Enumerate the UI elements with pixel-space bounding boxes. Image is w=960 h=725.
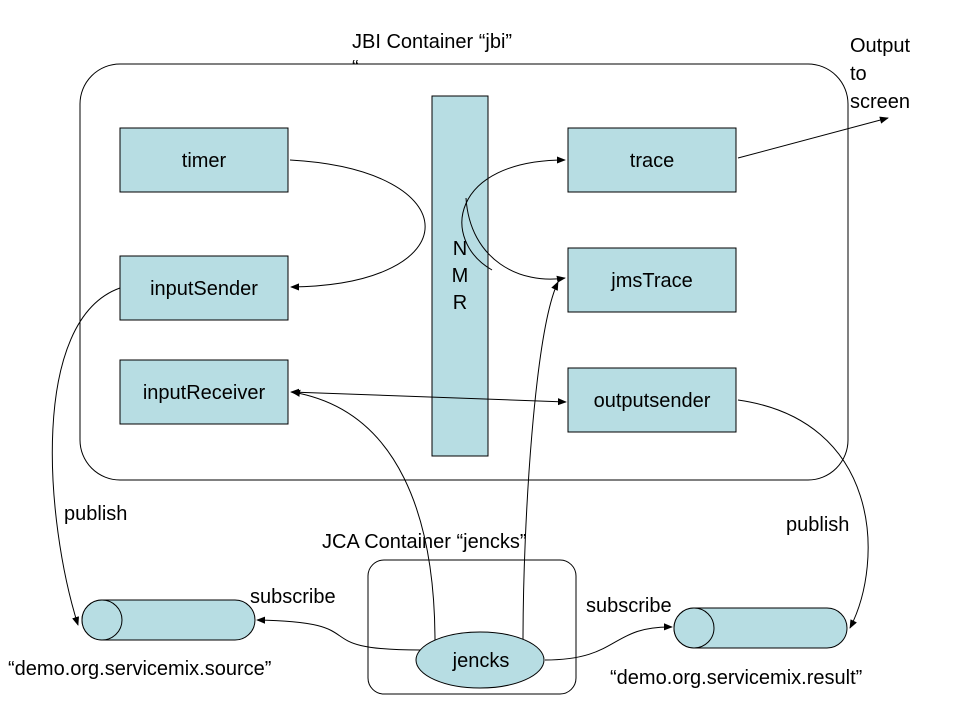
edge-jencks-to-jms-trace [522,281,559,643]
jencks-label: jencks [452,650,510,672]
output-label-line1: Output [850,35,910,57]
output-sender-box [567,367,737,433]
output-sender-label: outputsender [594,390,711,412]
trace-label: trace [630,150,674,172]
input-sender-label: inputSender [150,278,258,300]
edge-jencks-to-input-receiver [291,389,436,643]
source-queue-label: “demo.org.servicemix.source” [8,658,271,680]
jbi-container-label-extra: “ [352,57,359,79]
jms-trace-box [567,247,737,313]
nmr-letter-n: N [453,238,467,260]
timer-box [119,127,289,193]
jbi-container [79,63,849,481]
publish-right-label: publish [786,514,849,536]
jca-container [367,559,577,695]
nmr-letter-r: R [453,292,467,314]
result-queue-label: “demo.org.servicemix.result” [610,667,862,689]
edge-input-receiver-output-sender [290,388,567,406]
edge-output-sender-publish [737,399,869,629]
edge-trace-to-screen [737,116,889,159]
edge-input-sender-publish [51,287,121,626]
source-queue-cylinder [81,599,256,641]
input-sender-box [119,255,289,321]
jca-container-label: JCA Container “jencks” [322,531,527,553]
subscribe-right-label: subscribe [586,595,672,617]
result-queue-cylinder [673,607,848,649]
nmr-letter-m: M [452,265,469,287]
trace-box [567,127,737,193]
edge-nmr-to-trace [461,156,566,271]
edge-timer-to-input-sender [289,159,426,291]
jbi-container-label: JBI Container “jbi” [352,31,512,53]
edge-jencks-to-result [544,623,673,661]
subscribe-left-label: subscribe [250,586,336,608]
output-label-line2: to [850,63,867,85]
output-label-line3: screen [850,91,910,113]
publish-left-label: publish [64,503,127,525]
edge-nmr-to-jms-trace [465,197,566,283]
timer-label: timer [182,150,227,172]
jencks-node [415,631,545,689]
input-receiver-label: inputReceiver [143,382,266,404]
jms-trace-label: jmsTrace [610,270,692,292]
input-receiver-box [119,359,289,425]
edge-jencks-to-source [256,616,421,651]
